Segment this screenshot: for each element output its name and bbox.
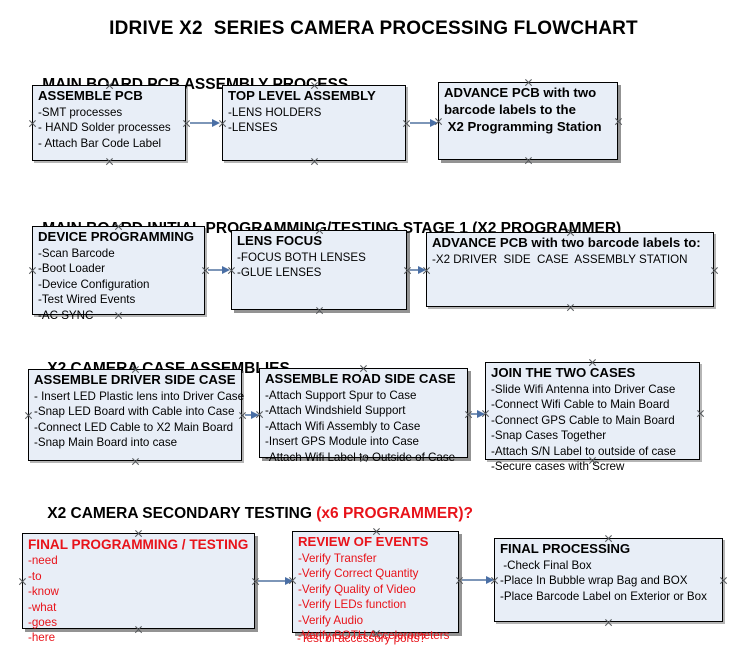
arrow-connector: [258, 576, 293, 585]
flow-box-line: -Scan Barcode: [38, 246, 115, 260]
section-heading-4-text: X2 CAMERA SECONDARY TESTING: [47, 505, 317, 522]
flow-box-assemble-pcb[interactable]: ASSEMBLE PCB -SMT processes - HAND Solde…: [32, 85, 186, 161]
flow-box-line: - Insert LED Plastic lens into Driver Ca…: [34, 389, 245, 403]
flow-box-line: -Snap LED Board with Cable into Case: [34, 405, 235, 419]
flow-box-title: FINAL PROGRAMMING / TESTING: [28, 537, 249, 552]
flow-box-line: -Secure cases with Screw: [491, 459, 625, 473]
arrow-connector: [471, 409, 485, 418]
flow-box-line: - Attach Bar Code Label: [38, 136, 162, 150]
flow-box-line: -Attach S/N Label to outside of case: [491, 444, 676, 458]
flow-box-line: -Attach Support Spur to Case: [265, 388, 417, 402]
flow-box-line: -Verify Transfer: [298, 551, 377, 565]
flow-box-line: -Attach Windshield Support: [265, 404, 406, 418]
flow-box-line: -here: [28, 631, 56, 645]
flow-box-line: -FOCUS BOTH LENSES: [237, 250, 366, 264]
flow-box-line: -LENSES: [228, 121, 278, 135]
flow-box-line: -Attach Wifi Label to Outside of Case: [265, 450, 456, 464]
flow-box-final-processing[interactable]: FINAL PROCESSING -Check Final Box -Place…: [494, 538, 723, 622]
flow-box-title: ASSEMBLE DRIVER SIDE CASE: [34, 372, 236, 387]
flow-box-title: TOP LEVEL ASSEMBLY: [228, 88, 376, 103]
flow-box-line: -GLUE LENSES: [237, 266, 322, 280]
flow-box-line: -Connect Wifi Cable to Main Board: [491, 398, 670, 412]
flow-box-line: -LENS HOLDERS: [228, 105, 322, 119]
flow-box-line: -Slide Wifi Antenna into Driver Case: [491, 382, 676, 396]
flow-box-line: barcode labels to the: [444, 101, 576, 117]
flow-box-line: -Verify Audio: [298, 613, 364, 627]
arrow-connector: [462, 575, 494, 584]
flow-box-line: -Verify Correct Quantity: [298, 567, 419, 581]
flow-box-assemble-driver-side-case[interactable]: ASSEMBLE DRIVER SIDE CASE - Insert LED P…: [28, 369, 245, 461]
arrow-connector: [410, 265, 426, 274]
arrow-connector: [208, 265, 230, 274]
flow-box-top-level-assembly[interactable]: TOP LEVEL ASSEMBLY -LENS HOLDERS -LENSES: [222, 85, 406, 161]
flow-box-title: JOIN THE TWO CASES: [491, 365, 636, 380]
page-title: IDRIVE X2 SERIES CAMERA PROCESSING FLOWC…: [109, 18, 638, 39]
flow-box-line: -Verify Quality of Video: [298, 582, 416, 596]
flow-box-line: -Boot Loader: [38, 262, 106, 276]
flow-box-device-programming[interactable]: DEVICE PROGRAMMING -Scan Barcode -Boot L…: [32, 226, 205, 322]
arrow-connector: [245, 410, 259, 419]
flow-box-line: -need: [28, 554, 58, 568]
flow-box-title: ADVANCE PCB with two: [444, 85, 597, 100]
flow-box-final-programming-testing[interactable]: FINAL PROGRAMMING / TESTING -need -to -k…: [22, 533, 255, 644]
flow-box-title: ADVANCE PCB with two barcode labels to:: [432, 235, 701, 250]
flow-box-line: -Place In Bubble wrap Bag and BOX: [500, 574, 688, 588]
flow-box-line: -Device Configuration: [38, 277, 150, 291]
flow-box-line: -goes: [28, 616, 58, 630]
flow-box-line: -to: [28, 569, 42, 583]
flow-box-line: -Connect GPS Cable to Main Board: [491, 413, 675, 427]
flow-box-line: -Snap Main Board into case: [34, 436, 178, 450]
flow-box-line: -AC SYNC: [38, 308, 94, 322]
flow-box-line: -what: [28, 600, 57, 614]
flow-box-line: -know: [28, 585, 59, 599]
flow-box-advance-pcb-programming-station[interactable]: ADVANCE PCB with two barcode labels to t…: [438, 82, 618, 160]
flow-box-title: DEVICE PROGRAMMING: [38, 229, 195, 244]
flow-box-overflow-line: -Test of accessory ports?: [297, 632, 426, 645]
flow-box-line: -Insert GPS Module into Case: [265, 435, 420, 449]
arrow-connector: [190, 118, 220, 127]
flow-box-assemble-road-side-case[interactable]: ASSEMBLE ROAD SIDE CASE -Attach Support …: [259, 368, 468, 464]
flow-box-line: -Verify LEDs function: [298, 598, 407, 612]
flow-box-line: -Test Wired Events: [38, 293, 136, 307]
flow-box-line: -Connect LED Cable to X2 Main Board: [34, 420, 234, 434]
flow-box-line: -Verify BOTH Accelerometers: [298, 628, 450, 642]
flow-box-line: -Attach Wifi Assembly to Case: [265, 419, 421, 433]
flow-box-title: FINAL PROCESSING: [500, 541, 631, 556]
flow-box-line: -X2 DRIVER SIDE CASE ASSEMBLY STATION: [432, 252, 688, 266]
flow-box-review-of-events[interactable]: REVIEW OF EVENTS -Verify Transfer -Verif…: [292, 531, 459, 642]
flow-box-advance-pcb-driver-side-station[interactable]: ADVANCE PCB with two barcode labels to: …: [426, 232, 714, 307]
flow-box-title: ASSEMBLE ROAD SIDE CASE: [265, 371, 456, 386]
flow-box-join-the-two-cases[interactable]: JOIN THE TWO CASES -Slide Wifi Antenna i…: [485, 362, 700, 473]
flow-box-title: LENS FOCUS: [237, 233, 322, 248]
flow-box-line: -SMT processes: [38, 105, 123, 119]
flow-box-title: REVIEW OF EVENTS: [298, 534, 429, 549]
section-heading-4: X2 CAMERA SECONDARY TESTING (x6 PROGRAMM…: [30, 487, 473, 541]
section-heading-4-accent: (x6 PROGRAMMER)?: [316, 505, 473, 522]
flow-box-line: -Place Barcode Label on Exterior or Box: [500, 589, 707, 603]
arrow-connector: [410, 118, 438, 127]
flow-box-title: ASSEMBLE PCB: [38, 88, 143, 103]
flow-box-line: -Check Final Box: [500, 558, 592, 572]
flow-box-lens-focus[interactable]: LENS FOCUS -FOCUS BOTH LENSES -GLUE LENS…: [231, 230, 407, 310]
flow-box-line: -Snap Cases Together: [491, 429, 607, 443]
flow-box-line: - HAND Solder processes: [38, 121, 171, 135]
flow-box-line: X2 Programming Station: [444, 118, 602, 134]
